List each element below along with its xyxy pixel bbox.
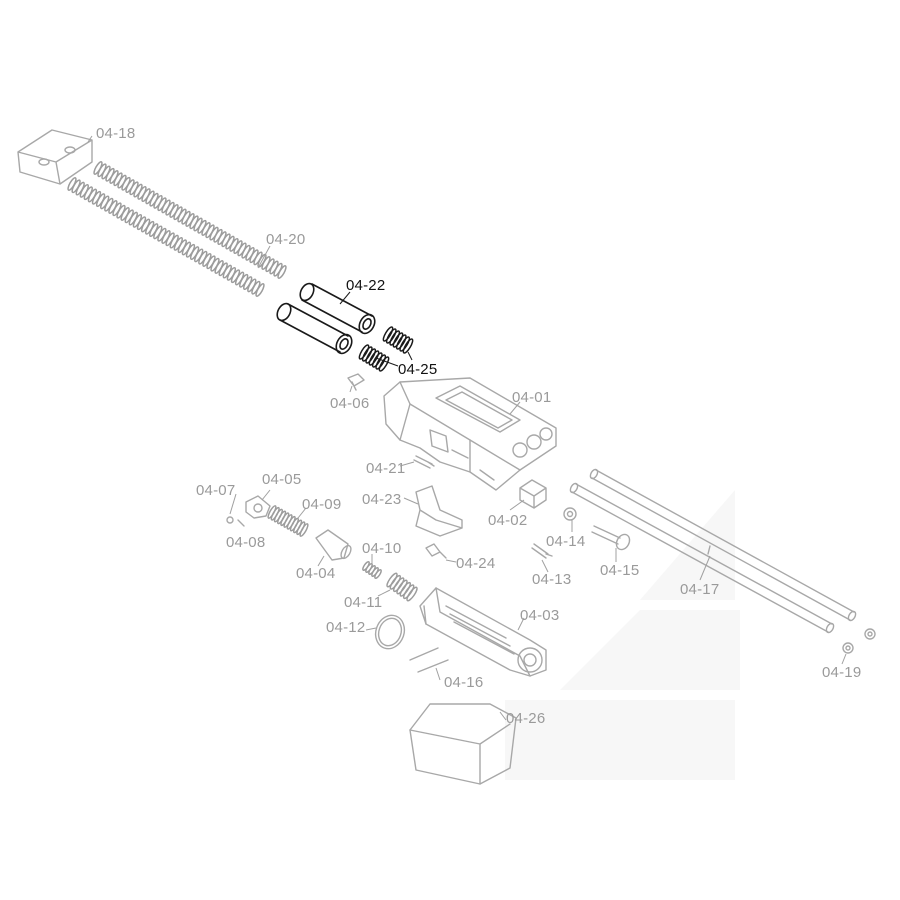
label-04-19: 04-19 xyxy=(822,664,862,681)
spring-coil xyxy=(277,265,287,279)
part-04-02-drawing xyxy=(519,479,547,509)
spring-coil xyxy=(255,283,265,297)
spring-coil xyxy=(382,326,394,342)
spring-coil xyxy=(392,332,404,348)
spring-coil xyxy=(385,328,397,344)
spring-coil xyxy=(374,568,382,580)
part-04-24-drawing xyxy=(425,543,447,559)
part-04-26-drawing xyxy=(409,703,517,785)
part-04-21-drawing xyxy=(413,455,435,469)
spring-coil xyxy=(402,338,414,354)
part-04-07-drawing xyxy=(226,516,234,524)
label-04-26: 04-26 xyxy=(506,710,546,727)
part-04-05-drawing xyxy=(245,495,271,519)
label-04-09: 04-09 xyxy=(302,496,342,513)
label-04-13: 04-13 xyxy=(532,571,572,588)
spring-coil xyxy=(361,346,373,362)
label-04-05: 04-05 xyxy=(262,471,302,488)
part-04-01-drawing xyxy=(383,377,557,491)
part-04-03-drawing xyxy=(419,587,547,677)
spring-coil xyxy=(365,348,377,364)
label-04-14: 04-14 xyxy=(546,533,586,550)
label-04-01: 04-01 xyxy=(512,389,552,406)
part-04-08-drawing xyxy=(237,519,245,527)
part-04-22-drawing xyxy=(276,282,376,355)
spring-coil xyxy=(386,572,398,588)
part-04-13-drawing xyxy=(531,543,553,559)
label-04-17: 04-17 xyxy=(680,581,720,598)
label-04-02: 04-02 xyxy=(488,512,528,529)
part-04-17-drawing xyxy=(569,468,857,634)
spring-coil xyxy=(375,354,387,370)
label-04-15: 04-15 xyxy=(600,562,640,579)
label-04-06: 04-06 xyxy=(330,395,370,412)
part-04-06-drawing xyxy=(347,373,365,391)
label-04-20: 04-20 xyxy=(266,231,306,248)
part-04-18-drawing xyxy=(17,129,93,185)
label-04-22: 04-22 xyxy=(346,277,386,294)
part-04-04-drawing xyxy=(315,529,352,561)
part-04-12-drawing xyxy=(374,614,406,650)
spring-coil xyxy=(358,344,370,360)
part-04-11-drawing xyxy=(386,572,418,602)
label-04-25: 04-25 xyxy=(398,361,438,378)
part-04-14-drawing xyxy=(563,507,577,521)
part-04-19-drawing xyxy=(842,628,876,654)
spring-coil xyxy=(406,586,418,602)
leader-lines xyxy=(87,135,847,721)
label-04-16: 04-16 xyxy=(444,674,484,691)
label-04-12: 04-12 xyxy=(326,619,366,636)
label-04-04: 04-04 xyxy=(296,565,336,582)
label-04-21: 04-21 xyxy=(366,460,406,477)
spring-coil xyxy=(371,352,383,368)
part-04-23-drawing xyxy=(415,485,463,537)
label-04-03: 04-03 xyxy=(520,607,560,624)
spring-coil xyxy=(378,356,390,372)
part-04-25-drawing xyxy=(358,326,414,372)
part-04-20-drawing xyxy=(67,161,287,297)
label-04-07: 04-07 xyxy=(196,482,236,499)
spring-coil xyxy=(299,523,309,537)
spring-coil xyxy=(392,577,405,593)
spring-coil xyxy=(402,584,415,600)
label-04-23: 04-23 xyxy=(362,491,402,508)
spring-coil xyxy=(396,579,408,595)
label-04-08: 04-08 xyxy=(226,534,266,551)
label-04-24: 04-24 xyxy=(456,555,496,572)
part-04-15-drawing xyxy=(591,525,631,551)
spring-coil xyxy=(368,350,380,366)
spring-coil xyxy=(389,330,401,346)
label-04-18: 04-18 xyxy=(96,125,136,142)
spring-coil xyxy=(395,334,407,350)
spring-coil xyxy=(399,336,411,352)
background-watermark xyxy=(505,490,740,780)
label-04-11: 04-11 xyxy=(344,594,383,611)
label-04-10: 04-10 xyxy=(362,540,402,557)
part-04-16-drawing xyxy=(409,647,449,673)
part-04-09-drawing xyxy=(267,505,309,537)
